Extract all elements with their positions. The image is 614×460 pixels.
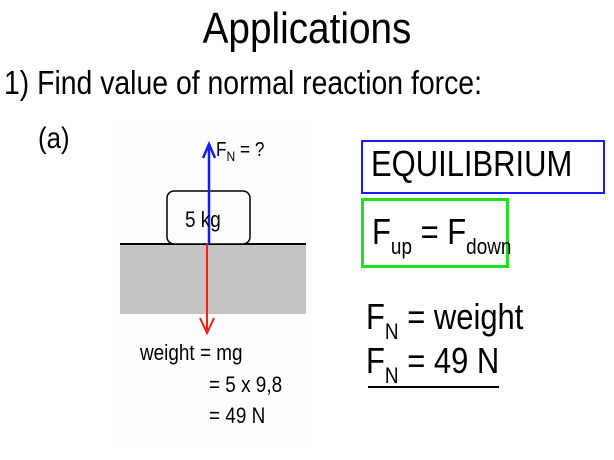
normal-force-arrow-icon (201, 140, 217, 244)
ground-block (120, 244, 306, 314)
slide-title: Applications (202, 4, 412, 53)
result-line-2: FN = 49 N (366, 340, 500, 388)
weight-arrow-icon (199, 244, 215, 336)
force-balance-formula: Fup = Fdown (372, 211, 512, 259)
question-text: 1) Find value of normal reaction force: (4, 64, 482, 101)
result-underline (368, 386, 499, 388)
weight-formula: weight = mg (140, 340, 243, 365)
force-balance-box: Fup = Fdown (361, 198, 512, 268)
equilibrium-heading: EQUILIBRIUM (371, 143, 573, 184)
normal-force-label: FN = ? (216, 139, 265, 164)
result-line-1: FN = weight (366, 296, 524, 344)
weight-calc-step: = 5 x 9,8 (209, 372, 283, 397)
part-label: (a) (38, 122, 70, 155)
equilibrium-box: EQUILIBRIUM (361, 140, 605, 194)
mass-label: 5 kg (185, 207, 221, 232)
weight-result: = 49 N (209, 403, 266, 428)
